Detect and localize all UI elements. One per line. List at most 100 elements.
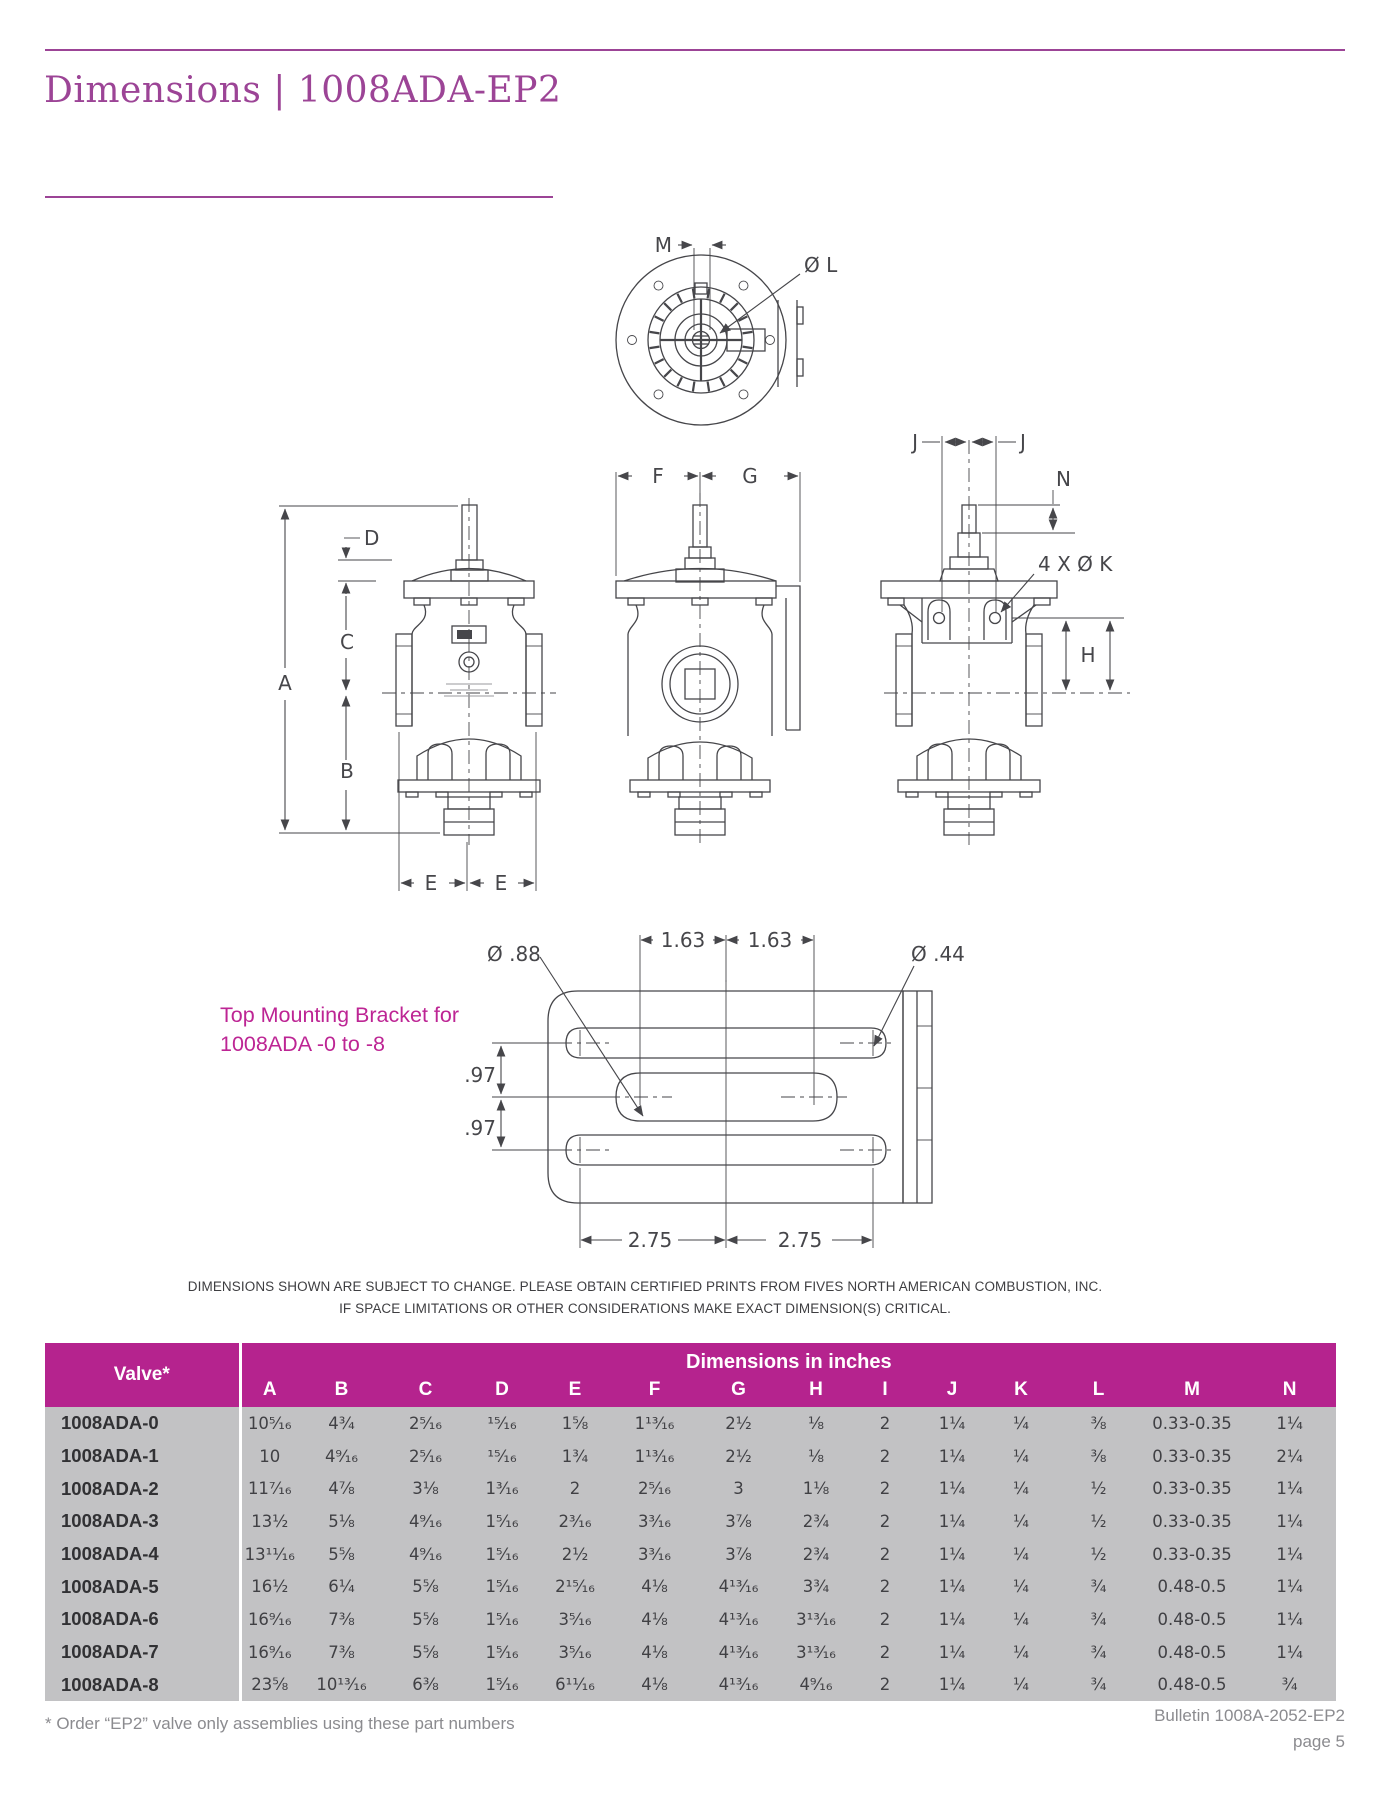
dim-cell: 1⅝	[538, 1407, 612, 1440]
dim-cell: 3³⁄₁₆	[612, 1537, 697, 1571]
title-underline	[45, 196, 553, 198]
valve-cell: 1008ADA-7	[45, 1635, 242, 1669]
dim-cell: 10	[240, 1439, 298, 1473]
dim-cell: 1¹³⁄₁₆	[612, 1407, 697, 1440]
table-group-header: Dimensions in inches	[240, 1343, 1337, 1376]
dim-cell: 1¼	[918, 1635, 986, 1669]
dim-cell: 1¼	[1243, 1603, 1337, 1636]
footer-right: Bulletin 1008A-2052-EP2 page 5	[1154, 1703, 1345, 1756]
dim-cell: ¼	[986, 1505, 1056, 1538]
gear-teeth	[649, 288, 753, 392]
dim-cell: 2½	[538, 1537, 612, 1571]
dim-cell: 2⁵⁄₁₆	[612, 1472, 697, 1506]
dim-cell: 0.33-0.35	[1141, 1439, 1243, 1473]
bolt-holes	[627, 280, 775, 400]
valve-cell: 1008ADA-0	[45, 1407, 242, 1440]
dim-label-163-2: 1.63	[748, 928, 793, 952]
dim-cell: 2	[852, 1668, 918, 1702]
dim-cell: 1⁵⁄₁₆	[466, 1635, 538, 1669]
valve-cell: 1008ADA-1	[45, 1439, 242, 1473]
dim-cell: 2¾	[780, 1505, 852, 1538]
page-number: page 5	[1293, 1732, 1345, 1752]
dim-cell: 1¼	[918, 1603, 986, 1636]
column-header-f: F	[612, 1376, 697, 1407]
dim-cell: 2	[852, 1570, 918, 1604]
dim-cell: 1¼	[1243, 1407, 1337, 1440]
dim-cell: 5⅝	[385, 1570, 466, 1604]
column-header-c: C	[385, 1376, 466, 1407]
valve-cell: 1008ADA-8	[45, 1668, 242, 1702]
dim-cell: 1¼	[918, 1537, 986, 1571]
column-header-a: A	[240, 1376, 298, 1407]
dim-cell: 1¼	[918, 1407, 986, 1440]
change-notice-line2: IF SPACE LIMITATIONS OR OTHER CONSIDERAT…	[339, 1300, 951, 1316]
dim-cell: 1⅛	[780, 1472, 852, 1506]
dim-label-e1: E	[425, 871, 438, 895]
dim-cell: 6¼	[298, 1570, 385, 1604]
dim-cell: 0.48-0.5	[1141, 1603, 1243, 1636]
dim-cell: 4⅛	[612, 1635, 697, 1669]
dim-cell: ¾	[1056, 1635, 1141, 1669]
dim-cell: 2¹⁵⁄₁₆	[538, 1570, 612, 1604]
dim-cell: ¼	[986, 1635, 1056, 1669]
dim-cell: ¹⁵⁄₁₆	[466, 1439, 538, 1473]
dim-label-e2: E	[495, 871, 508, 895]
dim-cell: 2³⁄₁₆	[538, 1505, 612, 1538]
dim-cell: 1¾	[538, 1439, 612, 1473]
dim-cell: 2¾	[780, 1537, 852, 1571]
dim-label-275-1: 2.75	[628, 1228, 673, 1252]
dim-cell: 1⁵⁄₁₆	[466, 1505, 538, 1538]
dim-cell: 2	[852, 1407, 918, 1440]
dim-cell: 3¹³⁄₁₆	[780, 1603, 852, 1636]
dim-cell: 2	[852, 1635, 918, 1669]
dim-cell: 4⅛	[612, 1668, 697, 1702]
dim-cell: 16⁹⁄₁₆	[240, 1635, 298, 1669]
dim-label-h: H	[1080, 643, 1095, 667]
valve-cell: 1008ADA-5	[45, 1570, 242, 1604]
dim-cell: ½	[1056, 1472, 1141, 1506]
dim-cell: ¼	[986, 1668, 1056, 1702]
dim-cell: ⅜	[1056, 1407, 1141, 1440]
dim-cell: 4⅞	[298, 1472, 385, 1506]
dim-cell: 11⁷⁄₁₆	[240, 1472, 298, 1506]
dim-cell: 3¹³⁄₁₆	[780, 1635, 852, 1669]
dim-cell: 2½	[697, 1439, 780, 1473]
dim-label-j-right: J	[1018, 430, 1026, 454]
dim-cell: 2	[538, 1472, 612, 1506]
dim-cell: ¹⁵⁄₁₆	[466, 1407, 538, 1440]
dim-cell: 1¼	[1243, 1635, 1337, 1669]
column-header-k: K	[986, 1376, 1056, 1407]
dim-cell: 1⁵⁄₁₆	[466, 1668, 538, 1702]
dim-cell: 3⁵⁄₁₆	[538, 1635, 612, 1669]
dim-cell: 1¹³⁄₁₆	[612, 1439, 697, 1473]
dim-cell: ¼	[986, 1439, 1056, 1473]
dim-cell: 0.33-0.35	[1141, 1537, 1243, 1571]
column-header-b: B	[298, 1376, 385, 1407]
dim-cell: 1¼	[1243, 1505, 1337, 1538]
dim-cell: 7⅜	[298, 1603, 385, 1636]
dim-cell: 4⅛	[612, 1603, 697, 1636]
dim-cell: 0.48-0.5	[1141, 1570, 1243, 1604]
dim-label-d: D	[364, 526, 379, 550]
dim-label-f: F	[652, 464, 664, 488]
dim-cell: ¼	[986, 1537, 1056, 1571]
dim-cell: ¾	[1056, 1570, 1141, 1604]
dim-cell: 4⅛	[612, 1570, 697, 1604]
dim-label-dia44: Ø .44	[911, 942, 965, 966]
dim-cell: ½	[1056, 1537, 1141, 1571]
dim-cell: 1⁵⁄₁₆	[466, 1537, 538, 1571]
dim-label-97-2: .97	[464, 1116, 496, 1140]
dim-cell: 13¹¹⁄₁₆	[240, 1537, 298, 1571]
dim-cell: 1¼	[918, 1505, 986, 1538]
dim-cell: 4⁹⁄₁₆	[780, 1668, 852, 1702]
dim-cell: 0.48-0.5	[1141, 1635, 1243, 1669]
dim-cell: 4¾	[298, 1407, 385, 1440]
dim-cell: 6¹¹⁄₁₆	[538, 1668, 612, 1702]
